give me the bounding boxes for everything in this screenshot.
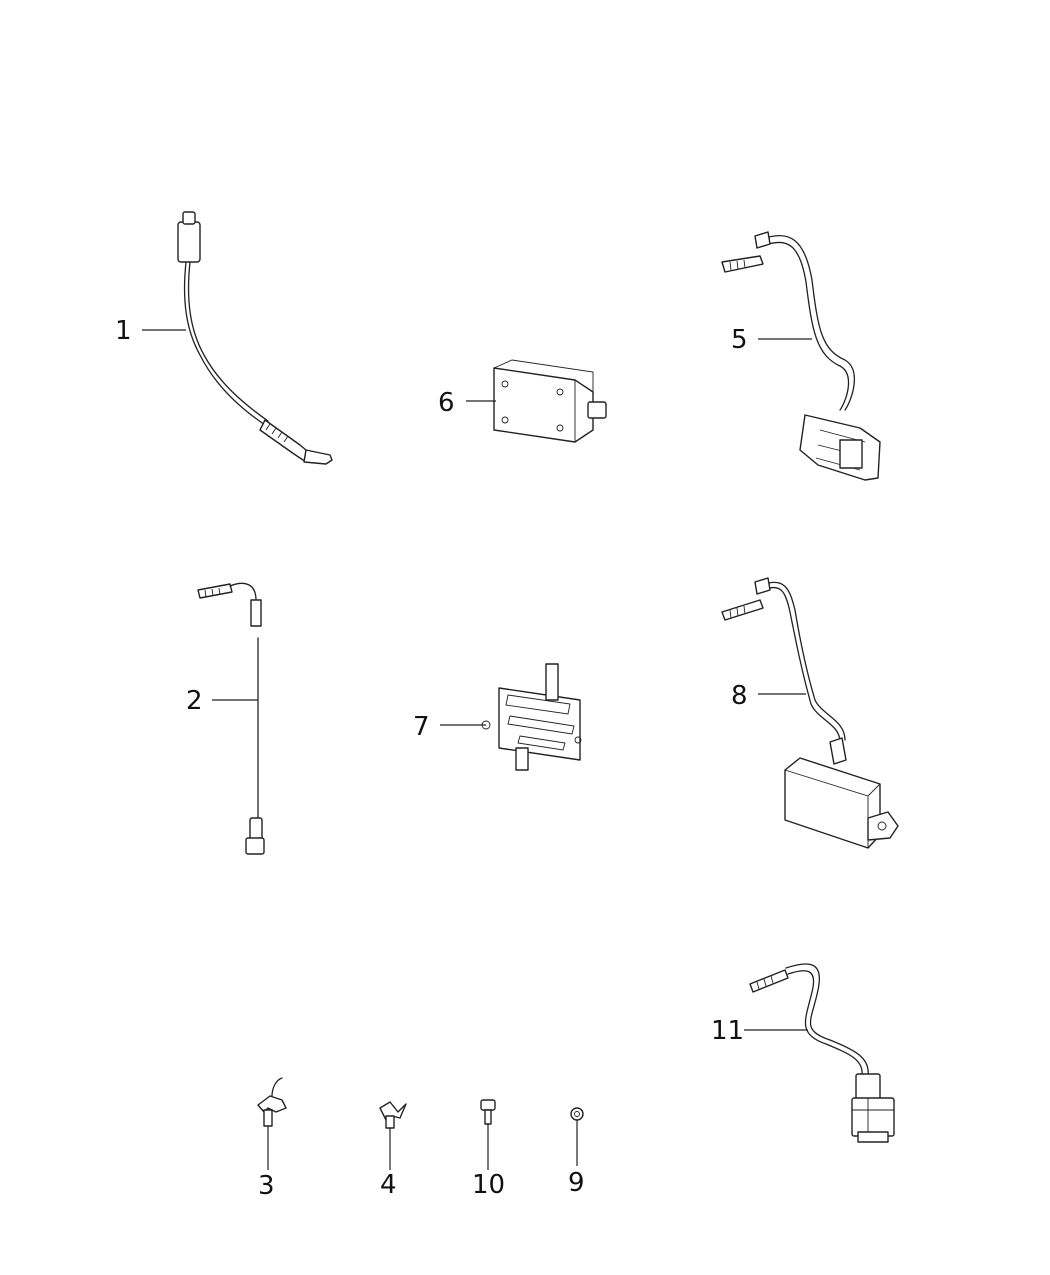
callout-8: 8 (731, 681, 806, 711)
callout-label: 8 (731, 681, 748, 711)
callout-label: 11 (711, 1016, 744, 1046)
part-3-clip[interactable] (257, 1077, 287, 1170)
part-1-oxygen-sensor[interactable] (177, 211, 333, 465)
callout-9: 9 (568, 1168, 585, 1198)
callout-label: 1 (115, 316, 132, 346)
callout-label: 6 (438, 388, 455, 418)
callout-label: 4 (380, 1170, 397, 1200)
callout-4: 4 (380, 1170, 397, 1200)
callout-label: 10 (472, 1170, 505, 1200)
callout-label: 3 (258, 1171, 275, 1201)
part-7-bracket[interactable] (481, 663, 582, 771)
callout-label: 9 (568, 1168, 585, 1198)
part-5-nox-sensor[interactable] (721, 231, 881, 481)
part-8-nox-sensor[interactable] (721, 577, 899, 849)
callout-2: 2 (186, 686, 258, 716)
part-11-sensor[interactable] (749, 963, 895, 1143)
part-2-temperature-sensor[interactable] (197, 582, 265, 855)
part-9-nut[interactable] (570, 1107, 584, 1166)
callout-10: 10 (472, 1170, 505, 1200)
part-10-bolt[interactable] (480, 1099, 496, 1170)
callout-6: 6 (438, 388, 496, 418)
callout-1: 1 (115, 316, 186, 346)
callout-label: 2 (186, 686, 203, 716)
callout-label: 7 (413, 712, 430, 742)
callout-3: 3 (258, 1171, 275, 1201)
callout-5: 5 (731, 325, 812, 355)
callout-11: 11 (711, 1016, 808, 1046)
part-4-clip[interactable] (379, 1101, 407, 1170)
part-6-control-module[interactable] (493, 359, 607, 443)
callout-7: 7 (413, 712, 486, 742)
callout-label: 5 (731, 325, 748, 355)
